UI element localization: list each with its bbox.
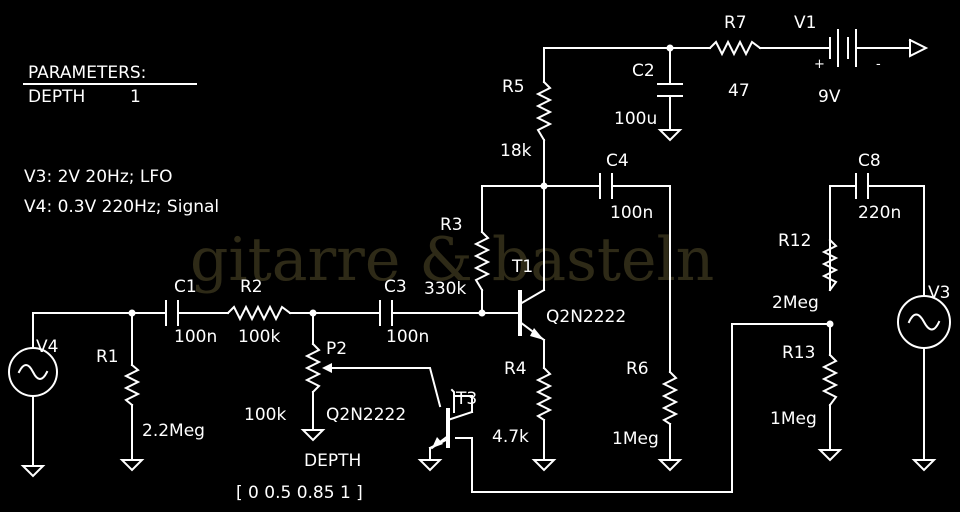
p2-value: 100k (244, 405, 286, 425)
c2-value: 100u (614, 109, 657, 129)
r12-name: R12 (778, 231, 811, 251)
v4-name: V4 (36, 337, 58, 357)
v3-name: V3 (928, 283, 950, 303)
supply-arrow-terminal (908, 38, 929, 58)
r2-name: R2 (240, 277, 263, 297)
r6-value: 1Meg (612, 429, 659, 449)
r13-name: R13 (782, 343, 815, 363)
c4-value: 100n (610, 203, 653, 223)
junction-dots (128, 44, 834, 328)
p2-name: P2 (326, 339, 347, 359)
c1-value: 100n (174, 327, 217, 347)
battery-v1-symbol (829, 29, 863, 67)
v1-name: V1 (794, 13, 816, 33)
t3-name: T3 (455, 389, 477, 409)
capacitor-symbols (165, 83, 869, 326)
r5-name: R5 (502, 77, 525, 97)
transistor-t1-symbol (518, 288, 546, 342)
r13-value: 1Meg (770, 409, 817, 429)
t1-name: T1 (511, 257, 533, 277)
parameters-depth-value: 1 (130, 87, 141, 107)
ac-source-v3-symbol (897, 295, 951, 349)
depth-label: DEPTH (304, 451, 361, 471)
ground-symbols (20, 129, 937, 478)
r3-name: R3 (440, 215, 463, 235)
ac-source-v4-symbol (8, 347, 58, 397)
c3-value: 100n (386, 327, 429, 347)
r3-value: 330k (424, 279, 466, 299)
t1-value: Q2N2222 (546, 307, 626, 327)
t3-value: Q2N2222 (326, 405, 406, 425)
v4-source-info: V4: 0.3V 220Hz; Signal (24, 197, 219, 217)
parameters-depth-name: DEPTH (28, 87, 85, 107)
c3-name: C3 (384, 277, 407, 297)
depth-steps: [ 0 0.5 0.85 1 ] (236, 483, 363, 503)
r12-value: 2Meg (772, 293, 819, 313)
parameters-heading: PARAMETERS: (28, 63, 146, 83)
c8-value: 220n (858, 203, 901, 223)
wires (32, 47, 925, 493)
r6-name: R6 (626, 359, 649, 379)
v3-source-info: V3: 2V 20Hz; LFO (24, 167, 173, 187)
transistor-t3-symbol (430, 395, 474, 450)
c2-name: C2 (632, 61, 655, 81)
r4-value: 4.7k (492, 427, 529, 447)
c1-name: C1 (174, 277, 197, 297)
p2-wiper-arrow (322, 363, 332, 373)
r4-name: R4 (504, 359, 527, 379)
watermark: gitarre & basteln (190, 225, 714, 295)
r1-value: 2.2Meg (142, 421, 205, 441)
v1-minus-sign: - (876, 57, 881, 72)
r5-value: 18k (500, 141, 532, 161)
r7-name: R7 (724, 13, 747, 33)
r1-name: R1 (96, 347, 119, 367)
r7-value: 47 (728, 81, 750, 101)
v1-value: 9V (818, 87, 841, 107)
resistor-symbols (123, 39, 839, 426)
c8-name: C8 (858, 151, 881, 171)
r2-value: 100k (238, 327, 280, 347)
v1-plus-sign: + (814, 57, 825, 72)
c4-name: C4 (606, 151, 629, 171)
